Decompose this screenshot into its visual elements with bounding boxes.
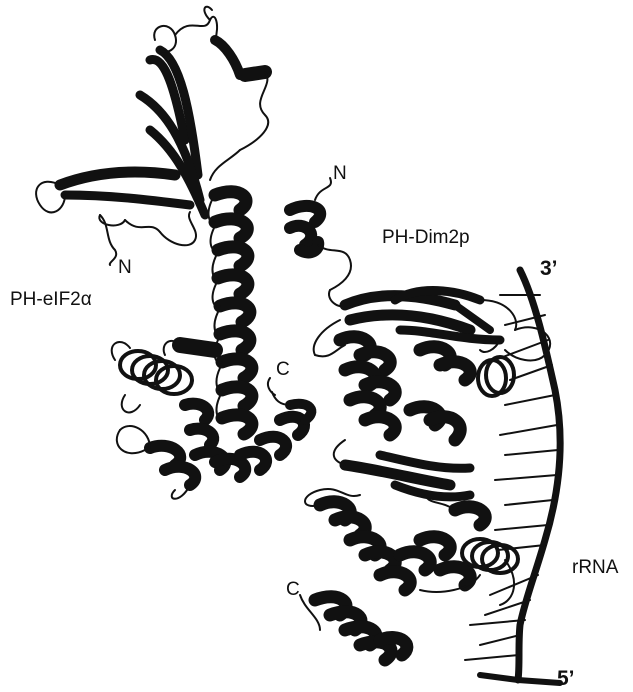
dim2p-c-domain xyxy=(320,502,485,590)
dim2p-beta-sheet xyxy=(345,291,500,340)
dim2p-c-helix xyxy=(315,597,407,660)
dim2p-label: PH-Dim2p xyxy=(382,228,470,247)
rrna-strand xyxy=(465,270,560,683)
eif2a-label: PH-eIF2α xyxy=(10,290,92,309)
rna-3prime-label: 3’ xyxy=(540,258,558,279)
dim2p-n-helix xyxy=(290,206,320,253)
eif2a-central-helix xyxy=(215,192,252,434)
eif2a-structure xyxy=(36,7,311,499)
dim2p-lower-sheet xyxy=(334,440,470,497)
dim2p-n-terminus-label: N xyxy=(333,164,347,183)
eif2a-c-terminus-label: C xyxy=(276,360,290,379)
eif2a-n-terminus-label: N xyxy=(118,258,132,277)
rrna-label: rRNA xyxy=(572,558,618,577)
dim2p-helix-bundle xyxy=(340,337,470,440)
rna-5prime-label: 5’ xyxy=(557,668,575,689)
dim2p-structure xyxy=(290,178,550,660)
dim2p-c-terminus-label: C xyxy=(286,580,300,599)
